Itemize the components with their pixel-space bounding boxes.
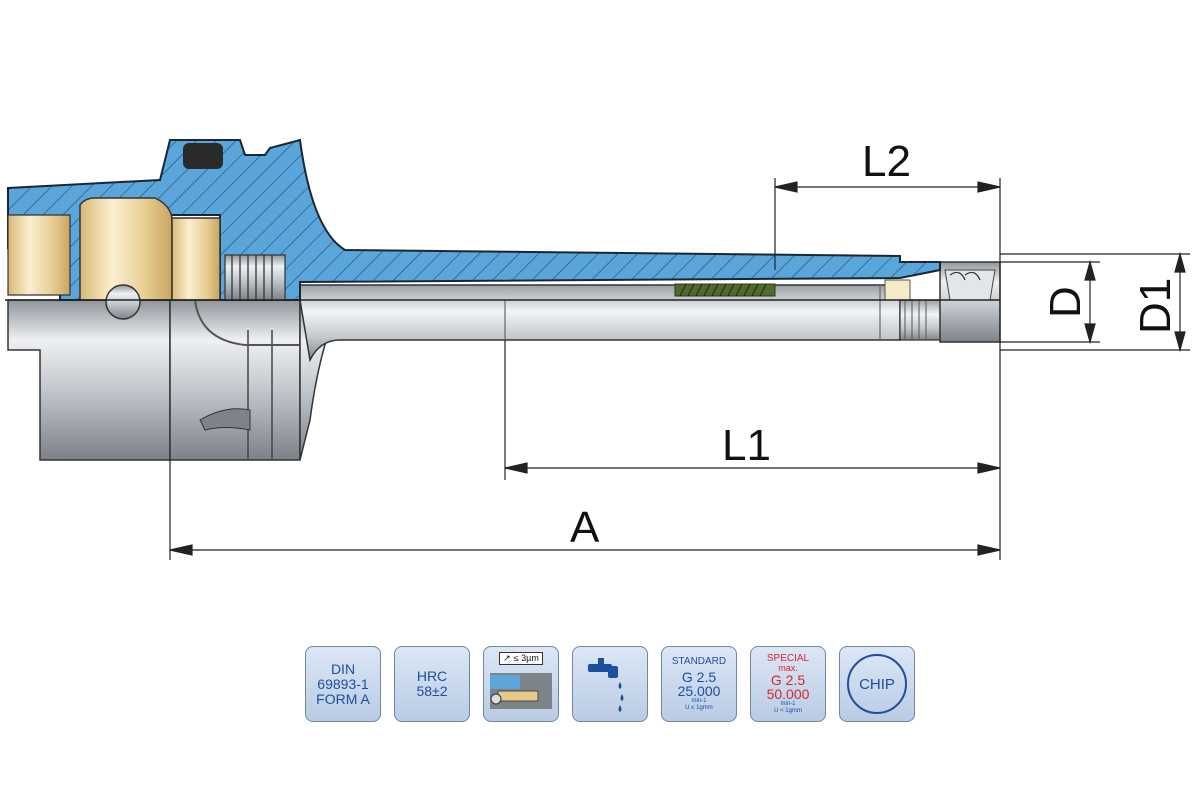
runout-tolerance-box: ↗ ≤ 3µm: [499, 652, 543, 665]
hrc-line1: HRC: [416, 668, 448, 684]
chip-badge: CHIP: [839, 646, 915, 722]
draw-screw: [224, 254, 286, 301]
din-line2: 69893-1: [317, 675, 369, 692]
special-speed: 50.000: [766, 685, 810, 702]
holder-lower-half: [7, 299, 341, 461]
hrc-badge: HRC 58±2: [394, 646, 470, 722]
special-unit: min-1: [780, 700, 796, 707]
standard-note: U ≤ 1gmm: [685, 704, 713, 711]
standard-grade: G 2.5: [681, 668, 717, 685]
special-label: SPECIAL: [766, 652, 810, 664]
standard-speed: 25.000: [677, 682, 721, 699]
hrc-line2: 58±2: [416, 683, 448, 699]
din-line3: FORM A: [316, 690, 370, 707]
coolant-tap-icon: [588, 658, 624, 712]
standard-label: STANDARD: [671, 655, 727, 667]
feature-badges: DIN 69893-1 FORM A HRC 58±2 ↗ ≤ 3µm STAN…: [305, 646, 915, 722]
tool-holder-drawing: L2 L1 A D D1: [5, 137, 1190, 560]
runout-value: ≤ 3µm: [513, 653, 539, 663]
standard-balance-badge: STANDARD G 2.5 25.000 min-1 U ≤ 1gmm: [661, 646, 737, 722]
dim-label-D: D: [1041, 286, 1090, 318]
extension-shaft: [299, 283, 901, 363]
runout-badge: ↗ ≤ 3µm: [483, 646, 559, 722]
din-line1: DIN: [330, 660, 356, 677]
dim-label-L1: L1: [722, 421, 771, 470]
special-max: max.: [778, 662, 798, 673]
chip-ring: CHIP: [847, 654, 907, 714]
special-grade: G 2.5: [770, 671, 806, 688]
dim-label-D1: D1: [1131, 278, 1180, 334]
special-note: U < 1gmm: [774, 707, 802, 714]
dim-label-A: A: [570, 503, 600, 552]
din-badge: DIN 69893-1 FORM A: [305, 646, 381, 722]
collet-section-icon: [490, 673, 552, 709]
coolant-badge: [572, 646, 648, 722]
dim-label-L2: L2: [862, 137, 911, 186]
dimension-lines: [169, 178, 1190, 560]
standard-unit: min-1: [691, 697, 707, 704]
special-balance-badge: SPECIAL max. G 2.5 50.000 min-1 U < 1gmm: [750, 646, 826, 722]
runout-arrow-icon: ↗: [503, 653, 511, 663]
brass-clamp-sleeve: [7, 197, 221, 320]
chip-label: CHIP: [859, 675, 895, 693]
collet-nut: [884, 261, 1001, 343]
